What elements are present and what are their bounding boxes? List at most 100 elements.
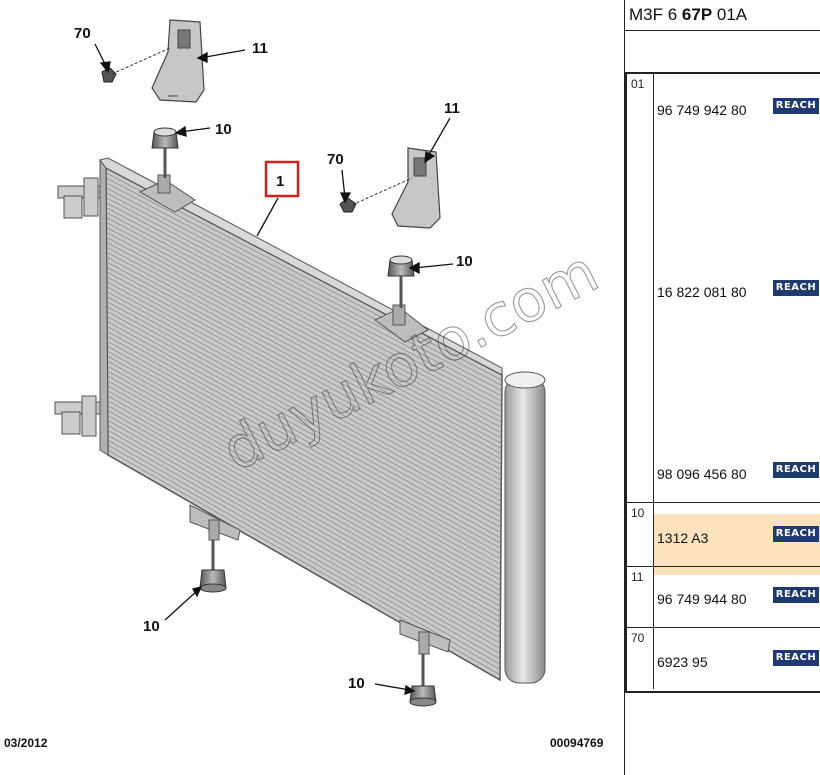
rubber-mount-bottom-left bbox=[199, 540, 227, 593]
parts-row-10: 10 1312 A3 REACH bbox=[627, 503, 820, 567]
condenser-fin bbox=[106, 246, 502, 460]
bracket-left bbox=[151, 19, 205, 103]
condenser-fin bbox=[106, 306, 502, 523]
reach-badge: REACH bbox=[773, 280, 819, 296]
mount-pad-top-right bbox=[374, 304, 429, 343]
condenser-fin bbox=[107, 410, 501, 634]
condenser-fin bbox=[107, 395, 501, 618]
condenser-fin bbox=[107, 420, 501, 644]
condenser-fin bbox=[106, 236, 502, 449]
callout-70-left: 70 bbox=[74, 25, 91, 42]
outlet-fitting-bottom bbox=[54, 395, 101, 437]
drawing-number: 00094769 bbox=[550, 736, 604, 750]
condenser-fin bbox=[107, 434, 501, 660]
condenser-fin bbox=[106, 311, 502, 528]
condenser-fin bbox=[106, 266, 502, 481]
condenser-fin bbox=[106, 212, 502, 423]
callout-11-left: 11 bbox=[252, 40, 268, 57]
condenser-fin bbox=[106, 286, 502, 502]
bracket-right bbox=[391, 147, 441, 229]
condenser-fin bbox=[107, 350, 501, 570]
condenser-fin bbox=[107, 424, 501, 649]
parts-row-01: 01 96 749 942 80 REACH 16 822 081 80 REA… bbox=[627, 74, 820, 503]
reach-badge: REACH bbox=[773, 650, 819, 666]
condenser-fin bbox=[107, 365, 501, 586]
condenser-fin bbox=[107, 405, 501, 628]
condenser-fin bbox=[107, 340, 501, 560]
condenser-fin bbox=[107, 385, 501, 607]
parts-panel: M3F 6 67P 01A 01 96 749 942 80 REACH 16 … bbox=[624, 0, 820, 775]
mount-pad-top-left bbox=[138, 174, 196, 213]
condenser-fin bbox=[106, 335, 502, 555]
rubber-mount-top-right bbox=[387, 255, 415, 308]
condenser-fin bbox=[106, 217, 502, 428]
condenser-fin bbox=[106, 291, 502, 507]
condenser-fin bbox=[105, 192, 503, 402]
callout-11-right: 11 bbox=[444, 100, 460, 117]
part-number[interactable]: 6923 95 bbox=[657, 654, 708, 670]
condenser-fin bbox=[106, 321, 502, 539]
condenser-fin bbox=[107, 429, 501, 655]
condenser-fin bbox=[106, 325, 502, 544]
callout-10-top-left: 10 bbox=[215, 121, 232, 138]
panel-divider bbox=[624, 0, 625, 775]
parts-table: 01 96 749 942 80 REACH 16 822 081 80 REA… bbox=[625, 72, 820, 693]
diagram-date: 03/2012 bbox=[4, 736, 48, 750]
condenser-fin bbox=[107, 415, 501, 639]
reach-badge: REACH bbox=[773, 526, 819, 542]
parts-row-11: 11 96 749 944 80 REACH bbox=[627, 567, 820, 628]
condenser-fin bbox=[107, 375, 501, 597]
ref-number: 01 bbox=[631, 77, 645, 91]
callout-70-right: 70 bbox=[327, 151, 344, 168]
condenser-fin bbox=[106, 251, 502, 465]
ref-number: 11 bbox=[631, 570, 644, 584]
condenser-fin bbox=[106, 316, 502, 534]
callout-10-bottom-right: 10 bbox=[348, 675, 365, 692]
parts-row-70: 70 6923 95 REACH bbox=[627, 628, 820, 689]
rubber-mount-top-left bbox=[151, 127, 179, 178]
part-number-highlighted[interactable]: 98 096 456 80 bbox=[657, 466, 747, 482]
parts-diagram: 11 70 10 11 70 10 10 10 1 duyukoto.com bbox=[54, 19, 609, 707]
panel-header: M3F 6 67P 01A bbox=[625, 0, 820, 31]
condenser-fin bbox=[107, 439, 501, 665]
callout-1-box[interactable]: 1 bbox=[264, 160, 300, 198]
condenser-fin bbox=[106, 222, 502, 434]
condenser bbox=[99, 157, 503, 682]
condenser-fin bbox=[106, 330, 502, 549]
receiver-drier bbox=[504, 371, 546, 684]
condenser-fin bbox=[106, 276, 502, 492]
reach-badge: REACH bbox=[773, 462, 819, 478]
leader-lines bbox=[94, 43, 454, 695]
inlet-fitting-top bbox=[57, 177, 101, 219]
condenser-fin bbox=[106, 261, 502, 476]
highlighted-entry bbox=[654, 514, 820, 575]
condenser-fin bbox=[105, 182, 503, 392]
condenser-fin bbox=[107, 345, 501, 565]
condenser-fin bbox=[107, 444, 501, 670]
condenser-fin bbox=[106, 227, 502, 439]
condenser-fin bbox=[106, 241, 502, 455]
callout-10-bottom-left: 10 bbox=[143, 618, 160, 635]
condenser-fin bbox=[105, 177, 503, 386]
part-number[interactable]: 96 749 942 80 bbox=[657, 102, 747, 118]
reach-badge: REACH bbox=[773, 587, 819, 603]
part-number[interactable]: 96 749 944 80 bbox=[657, 591, 747, 607]
assembly-code: M3F 6 67P 01A bbox=[629, 5, 748, 24]
rubber-mount-bottom-right bbox=[409, 654, 437, 707]
reach-badge: REACH bbox=[773, 98, 819, 114]
part-number[interactable]: 1312 A3 bbox=[657, 530, 709, 546]
condenser-fin bbox=[107, 355, 501, 576]
ref-number: 70 bbox=[631, 631, 645, 645]
condenser-fin bbox=[107, 380, 501, 602]
part-number[interactable]: 16 822 081 80 bbox=[657, 284, 747, 300]
condenser-fin bbox=[107, 370, 501, 591]
condenser-fin bbox=[106, 231, 502, 444]
condenser-fin bbox=[106, 296, 502, 513]
condenser-fin bbox=[105, 187, 503, 397]
callout-1: 1 bbox=[276, 173, 284, 190]
condenser-fin bbox=[107, 400, 501, 623]
condenser-fin bbox=[106, 207, 502, 418]
condenser-fin bbox=[106, 271, 502, 486]
condenser-fin bbox=[106, 256, 502, 471]
condenser-fin bbox=[107, 360, 501, 581]
